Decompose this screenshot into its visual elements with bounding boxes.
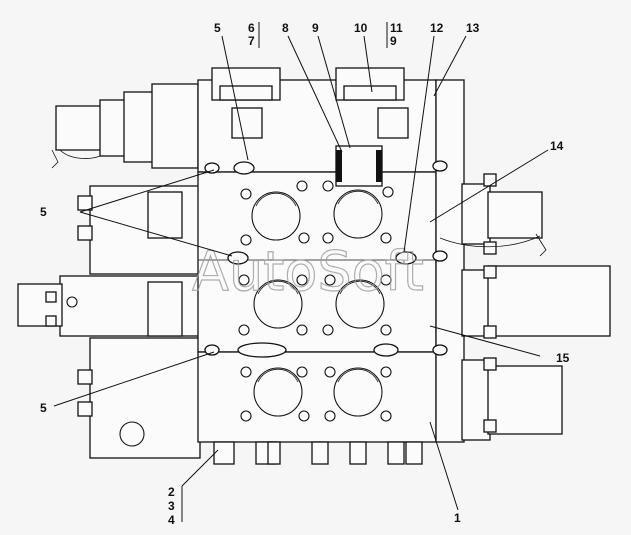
callout-9-sub: 9 [390, 34, 397, 48]
callout-6: 6 [248, 21, 255, 35]
callout-labels: 5 6 7 8 9 10 11 9 12 13 14 5 5 15 1 2 3 … [40, 21, 570, 527]
callout-11: 11 [390, 21, 403, 35]
callout-5-bottom: 5 [40, 401, 47, 415]
watermark-text: AutoSoft [192, 240, 424, 303]
bolt-holes [238, 180, 394, 422]
callout-2: 2 [168, 485, 175, 499]
callout-4: 4 [168, 513, 175, 527]
callout-5-top: 5 [214, 21, 221, 35]
callout-15: 15 [556, 351, 570, 365]
callout-14: 14 [550, 139, 564, 153]
left-solenoid-top [51, 83, 199, 169]
callout-9-top: 9 [312, 21, 319, 35]
spool-ports [251, 189, 385, 417]
callout-7: 7 [248, 34, 255, 48]
callout-13: 13 [466, 21, 480, 35]
callout-1: 1 [454, 511, 461, 525]
leader-lines [53, 22, 549, 522]
callout-10: 10 [354, 21, 368, 35]
callout-12: 12 [430, 21, 444, 35]
callout-8: 8 [282, 21, 289, 35]
callout-3: 3 [168, 499, 175, 513]
left-housing-blocks [17, 185, 201, 459]
callout-5-left: 5 [40, 205, 47, 219]
o-ring-seals [204, 160, 448, 358]
right-actuators [439, 173, 611, 441]
bottom-fittings [213, 441, 423, 465]
